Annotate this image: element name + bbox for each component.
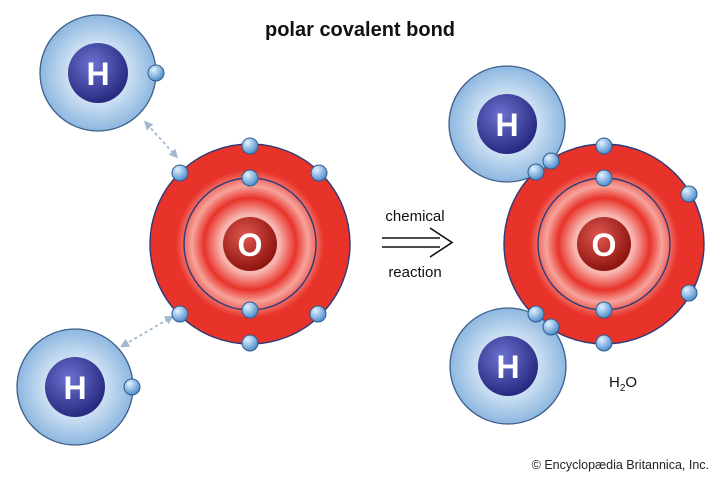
hydrogen-atom-bottom-right: H [449,307,567,425]
hydrogen-atom-top-left: H [39,14,165,132]
oxygen-atom-left: O [149,137,351,352]
reaction-label-line2: reaction [388,264,441,281]
oxygen-nucleus-label: O [238,227,263,263]
attraction-arrow-bottom [120,315,174,348]
water-molecule: H H O [448,65,705,425]
hydrogen-nucleus-label: H [495,107,518,143]
hydrogen-nucleus-label: H [86,56,109,92]
electron [595,334,613,352]
electron [310,164,328,182]
electron [241,169,259,187]
hydrogen-atom-top-right: H [448,65,566,183]
diagram-title: polar covalent bond [265,19,455,41]
shared-electron [527,305,545,323]
electron [680,185,698,203]
electron [241,137,259,155]
hydrogen-nucleus-label: H [496,349,519,385]
hydrogen-atom-bottom-left: H [16,328,141,446]
shared-electron [542,152,560,170]
electron [680,284,698,302]
reaction-arrow [382,227,454,258]
electron [241,334,259,352]
electron [171,164,189,182]
reaction-label-line1: chemical [385,208,444,225]
electron [123,378,141,396]
shared-electron [527,163,545,181]
electron [595,137,613,155]
electron [171,305,189,323]
oxygen-nucleus-label: O [592,227,617,263]
shared-electron [542,318,560,336]
electron [595,169,613,187]
electron [309,305,327,323]
copyright-notice: © Encyclopædia Britannica, Inc. [532,458,709,472]
hydrogen-nucleus-label: H [63,370,86,406]
attraction-arrow-top [143,120,179,159]
electron [147,64,165,82]
electron [241,301,259,319]
electron [595,301,613,319]
water-formula: H2O [609,374,637,394]
